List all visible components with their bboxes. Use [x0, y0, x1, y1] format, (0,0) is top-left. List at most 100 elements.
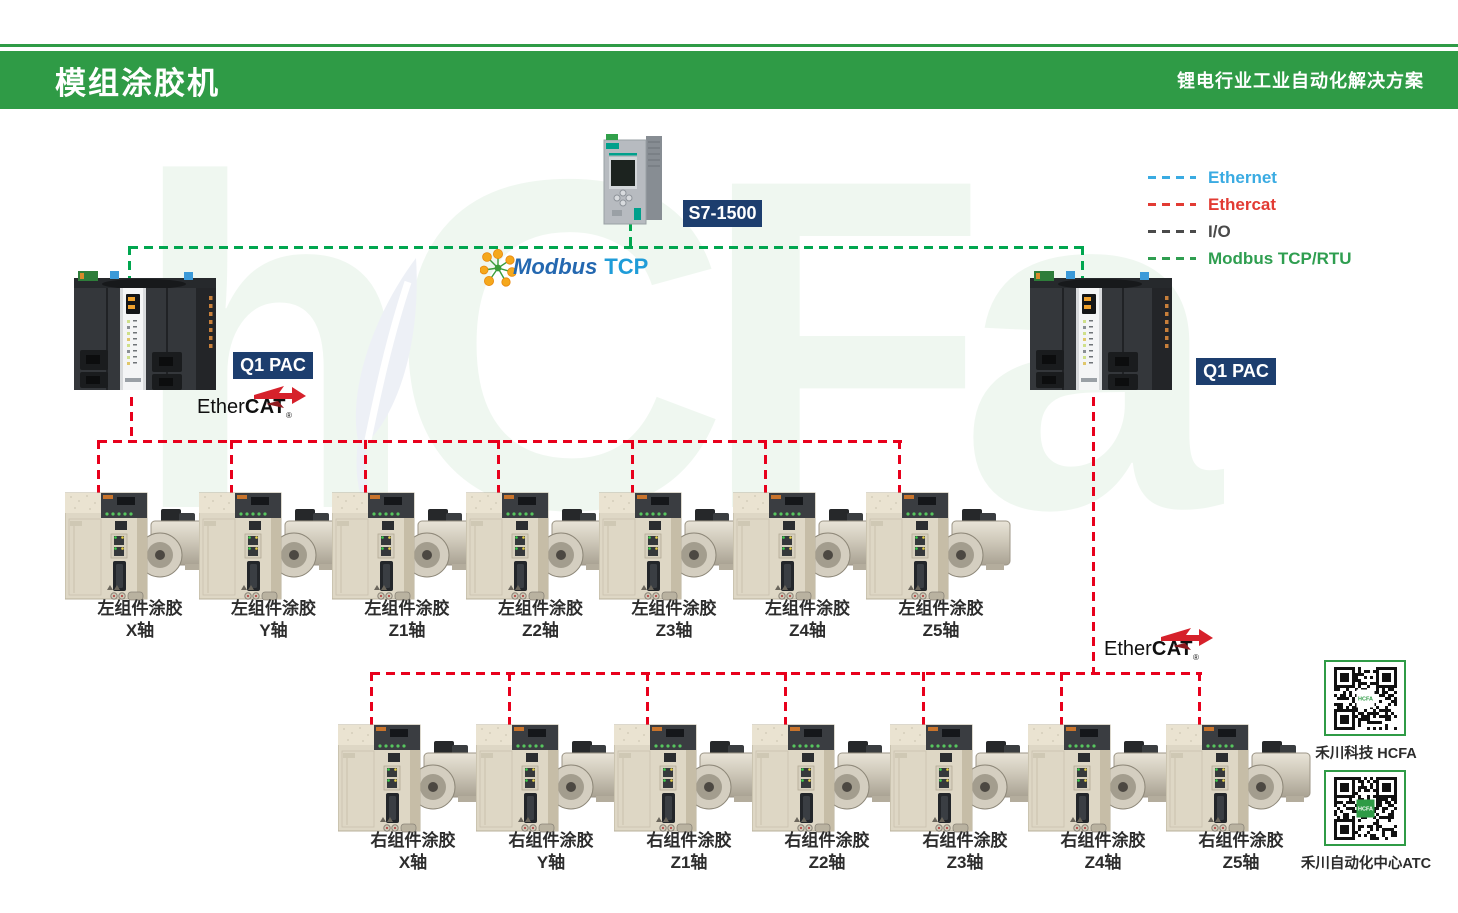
modbus-suffix: TCP: [604, 254, 649, 279]
wire-ethercat-drive-drop: [230, 440, 233, 499]
legend: Ethernet Ethercat I/O Modbus TCP/RTU: [1148, 164, 1352, 272]
drive-label: 右组件涂胶 X轴: [338, 830, 488, 874]
servo-drive: 右组件涂胶 Z5轴: [1165, 719, 1316, 879]
servo-drive: 右组件涂胶 Y轴: [475, 719, 626, 879]
servo-drive-icon: [465, 492, 610, 601]
plc-label: S7-1500: [683, 200, 762, 227]
q1-pac-icon: [74, 271, 216, 390]
drive-label-line1: 左组件涂胶: [765, 599, 850, 618]
servo-motor-icon: [271, 509, 343, 578]
drive-label-line2: Y轴: [259, 621, 288, 640]
drive-label-line2: Z4轴: [1084, 853, 1122, 872]
modbus-flower-icon: [480, 249, 516, 287]
wire-ethercat-drive-drop: [507, 672, 511, 731]
legend-item-label: Ethercat: [1208, 194, 1277, 214]
drive-label-line1: 左组件涂胶: [364, 599, 450, 618]
legend-item-label: I/O: [1208, 221, 1231, 241]
servo-motor-icon: [538, 509, 610, 578]
servo-drive: 左组件涂胶 Z2轴: [465, 487, 616, 647]
wire-ethercat-drive-drop: [96, 440, 100, 499]
servo-drive-icon: [331, 492, 477, 601]
legend-item-label: Ethernet: [1208, 167, 1277, 187]
drive-label-line1: 右组件涂胶: [784, 831, 870, 850]
servo-drive: 左组件涂胶 Z4轴: [732, 487, 883, 647]
header-bar: 模组涂胶机 锂电行业工业自动化解决方案: [0, 51, 1458, 109]
ethercat-logo-left: EtherCAT®: [197, 386, 306, 420]
wire-ethercat-drive-drop: [1197, 672, 1201, 731]
legend-item-modbus: Modbus TCP/RTU: [1148, 245, 1352, 272]
q1-pac-icon: [1030, 271, 1172, 390]
drive-label: 左组件涂胶 Z4轴: [733, 598, 883, 642]
drive-label-line1: 左组件涂胶: [97, 599, 183, 618]
drive-body: [598, 492, 682, 601]
drive-label-line2: Z5轴: [922, 621, 960, 640]
drive-label: 左组件涂胶 Z1轴: [332, 598, 482, 642]
qr-pattern: HCFA: [1333, 666, 1397, 730]
drive-body: [751, 724, 835, 833]
drive-label-line1: 右组件涂胶: [1060, 831, 1146, 850]
servo-drive-icon: [751, 724, 897, 833]
pac-left-label: Q1 PAC: [233, 352, 313, 379]
legend-dash: [1148, 176, 1196, 179]
servo-drive: 右组件涂胶 X轴: [337, 719, 488, 879]
wire-ethercat-drive-drop: [1059, 672, 1063, 731]
servo-drive: 左组件涂胶 Y轴: [198, 487, 349, 647]
servo-motor-icon: [824, 741, 897, 810]
drive-body: [475, 724, 559, 833]
drive-body: [337, 724, 421, 833]
legend-item-io: I/O: [1148, 218, 1352, 245]
drive-label: 右组件涂胶 Y轴: [476, 830, 626, 874]
servo-drive-icon: [598, 492, 744, 601]
drive-body: [64, 492, 148, 601]
servo-motor-icon: [686, 741, 759, 810]
servo-drive: 左组件涂胶 X轴: [64, 487, 215, 647]
servo-motor-icon: [671, 509, 744, 578]
wire-ethercat-top-bus: [98, 440, 902, 443]
servo-drive-icon: [613, 724, 759, 833]
drive-body: [1027, 724, 1111, 833]
drive-label-line2: Z1轴: [388, 621, 426, 640]
wire-ethercat-drive-drop: [369, 672, 373, 731]
servo-drive-icon: [1165, 724, 1311, 833]
servo-motor-icon: [548, 741, 621, 810]
wire-ethercat-right-pac-drop: [1092, 397, 1095, 674]
drive-label-line2: Z2轴: [522, 621, 559, 640]
servo-drive-icon: [889, 724, 1035, 833]
svg-text:HCFA: HCFA: [1358, 806, 1373, 812]
wire-ethercat-drive-drop: [921, 672, 925, 731]
drive-label-line1: 右组件涂胶: [646, 831, 732, 850]
wire-ethercat-bottom-bus: [371, 672, 1202, 675]
wire-ethercat-drive-drop: [363, 440, 367, 499]
plc-icon: [603, 134, 662, 225]
legend-dash: [1148, 203, 1196, 206]
qr-pattern: HCFA: [1333, 776, 1397, 840]
drive-body: [331, 492, 415, 601]
legend-item-ethercat: Ethercat: [1148, 191, 1352, 218]
drive-label-line1: 右组件涂胶: [922, 831, 1008, 850]
wire-ethercat-drive-drop: [764, 440, 767, 499]
qr-label-atc: 禾川自动化中心ATC: [1300, 856, 1432, 872]
drive-label: 右组件涂胶 Z2轴: [752, 830, 902, 874]
servo-drive: 右组件涂胶 Z3轴: [889, 719, 1040, 879]
servo-motor-icon: [805, 509, 877, 578]
drive-body: [1165, 724, 1249, 833]
servo-drive: 左组件涂胶 Z1轴: [331, 487, 482, 647]
servo-motor-icon: [404, 509, 477, 578]
svg-text:HCFA: HCFA: [1358, 696, 1373, 702]
drive-label: 左组件涂胶 Z3轴: [599, 598, 749, 642]
wire-ethercat-drive-drop: [630, 440, 634, 499]
wire-ethercat-drive-drop: [783, 672, 787, 731]
drive-label-line1: 右组件涂胶: [1198, 831, 1284, 850]
servo-drive: 右组件涂胶 Z2轴: [751, 719, 902, 879]
servo-drive-icon: [337, 724, 483, 833]
legend-item-ethernet: Ethernet: [1148, 164, 1352, 191]
drive-label-line2: Y轴: [536, 853, 566, 872]
legend-dash: [1148, 257, 1196, 260]
drive-label-line1: 右组件涂胶: [370, 831, 456, 850]
drive-label: 左组件涂胶 Z2轴: [466, 598, 616, 642]
pac-right-label: Q1 PAC: [1196, 358, 1276, 385]
ethercat-arrow-icon: [1160, 628, 1213, 650]
servo-drive-icon: [865, 492, 1011, 601]
page-subtitle: 锂电行业工业自动化解决方案: [1177, 71, 1424, 91]
